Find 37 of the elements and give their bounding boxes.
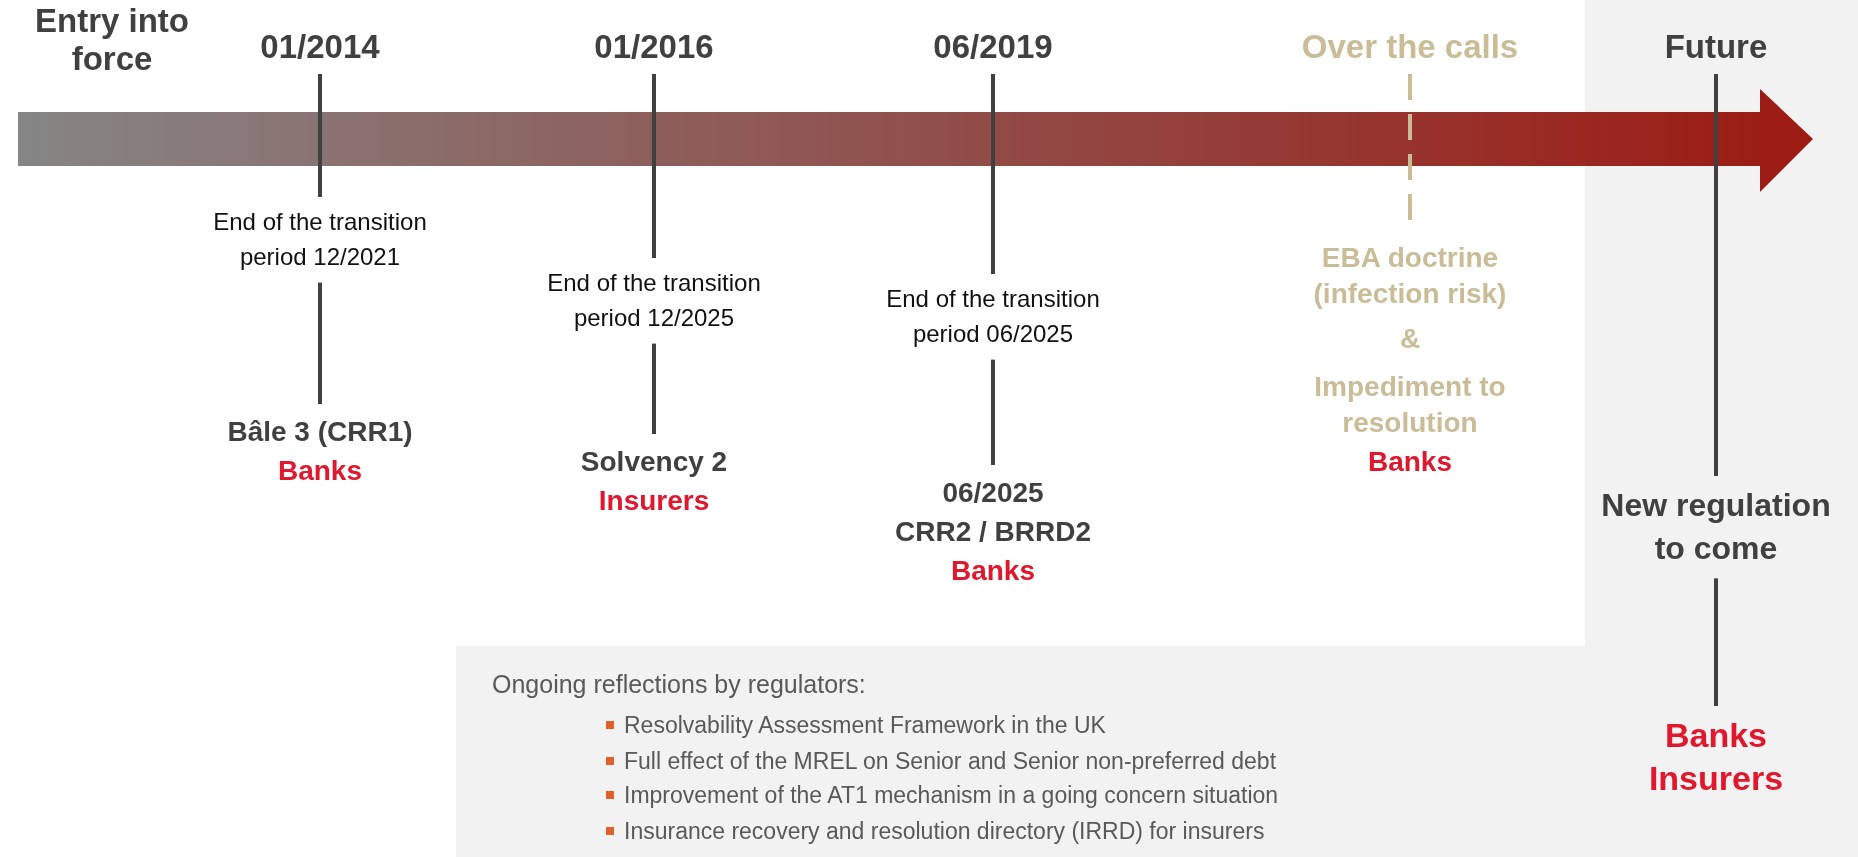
bullet-item: Improvement of the AT1 mechanism in a going concern situation bbox=[606, 782, 1279, 809]
date-label: 01/2016 bbox=[593, 28, 715, 66]
bullet-item: Full effect of the MREL on Senior and Senior non-preferred debt bbox=[606, 748, 1277, 775]
sector-text: Insurers bbox=[1647, 758, 1785, 800]
sector-text: Banks bbox=[1663, 715, 1769, 756]
regulation-text: CRR2 / BRRD2 bbox=[894, 515, 1092, 550]
connector-line bbox=[652, 343, 656, 434]
note-text: EBA doctrine (infection risk) bbox=[1312, 241, 1508, 312]
transition-text: End of the transition period 12/2025 bbox=[546, 268, 762, 333]
reflections-panel bbox=[456, 646, 1585, 857]
date-label: Future bbox=[1663, 28, 1769, 66]
regulation-text: New regulation to come bbox=[1600, 486, 1832, 569]
date-label: Over the calls bbox=[1300, 28, 1520, 66]
bullet-item: Resolvability Assessment Framework in the UK bbox=[606, 712, 1106, 739]
sector-text: Banks bbox=[949, 554, 1036, 589]
note-text: Impediment to resolution bbox=[1313, 369, 1507, 441]
panel-heading: Ongoing reflections by regulators: bbox=[492, 670, 866, 699]
regulation-text: Solvency 2 bbox=[579, 445, 729, 479]
connector-line bbox=[318, 282, 322, 404]
regulation-text: 06/2025 bbox=[941, 476, 1045, 510]
connector-line bbox=[318, 73, 322, 197]
sector-text: Banks bbox=[1366, 444, 1453, 479]
date-label: 06/2019 bbox=[932, 28, 1054, 66]
date-label: 01/2014 bbox=[259, 28, 381, 66]
transition-text: End of the transition period 06/2025 bbox=[885, 284, 1101, 349]
connector-line bbox=[991, 359, 995, 465]
transition-text: End of the transition period 12/2021 bbox=[212, 207, 428, 272]
connector-line bbox=[1714, 578, 1718, 706]
ampersand-text: & bbox=[1398, 324, 1422, 353]
connector-line bbox=[991, 73, 995, 274]
date-label: Entry into force bbox=[34, 2, 190, 78]
sector-text: Insurers bbox=[597, 484, 711, 519]
connector-line bbox=[652, 73, 656, 258]
connector-line bbox=[1714, 73, 1718, 476]
regulation-text: Bâle 3 (CRR1) bbox=[226, 415, 414, 449]
bullet-item: Insurance recovery and resolution directory (IRRD) for insurers bbox=[606, 818, 1265, 845]
sector-text: Banks bbox=[276, 454, 363, 489]
